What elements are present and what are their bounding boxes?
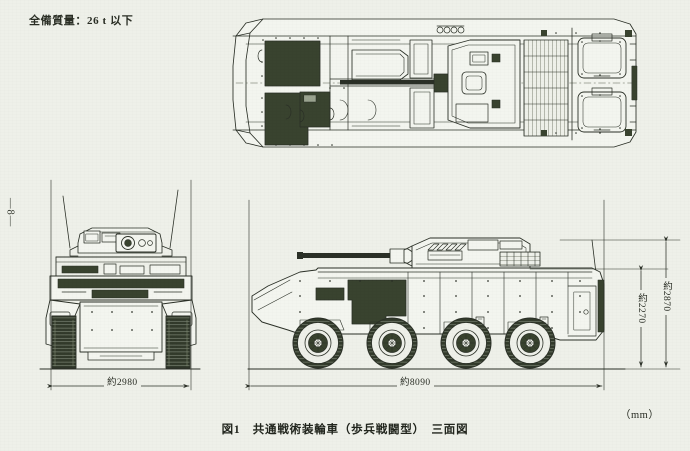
figure-caption: 図1 共通戦術装輪車（歩兵戦闘型） 三面図: [221, 424, 469, 436]
unit-note: （mm）: [620, 410, 660, 421]
top-view-group: [232, 18, 638, 148]
dimension-label-overall-height: 約2870: [659, 278, 673, 315]
dimension-label-hull-height: 約2270: [634, 290, 648, 327]
side-wheels: [292, 317, 556, 369]
page-number-marker: ―8―: [4, 198, 16, 228]
dimension-label-front-width: 約2980: [104, 374, 141, 388]
side-view-group: [247, 237, 626, 370]
front-view-group: [39, 189, 201, 370]
mass-note: 全備質量：26 t 以下: [29, 15, 134, 27]
dimension-label-side-length: 約8090: [397, 374, 434, 388]
